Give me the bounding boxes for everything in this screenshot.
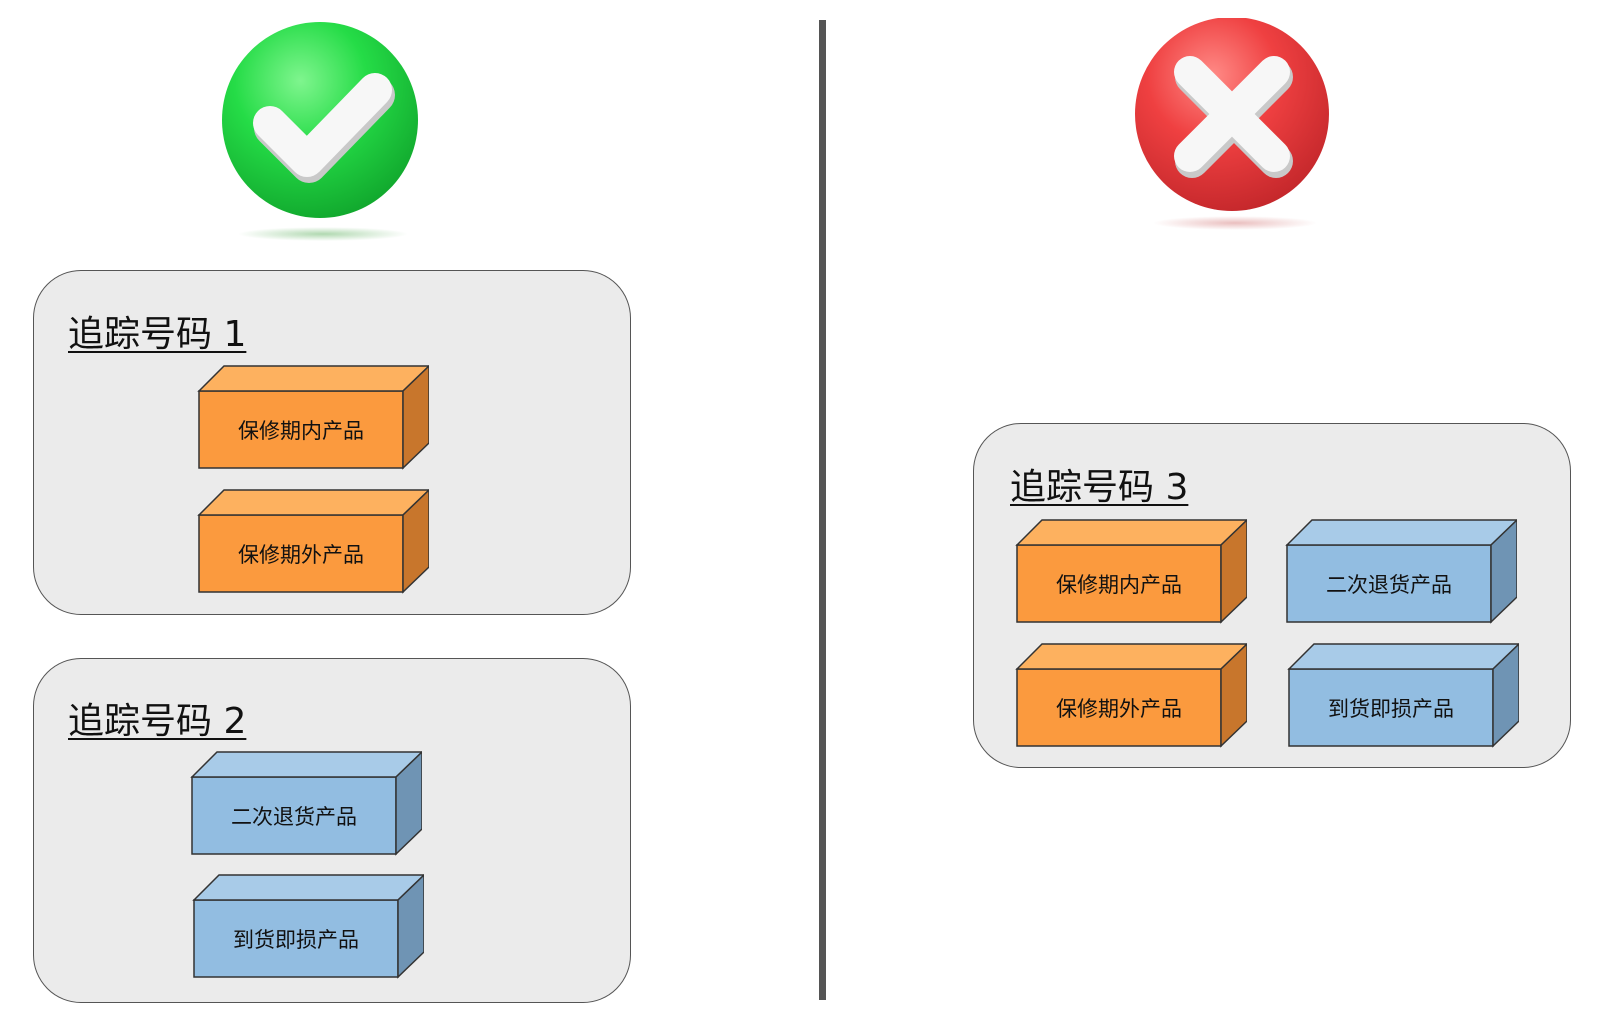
product-label: 二次退货产品	[1326, 572, 1452, 597]
product-label: 保修期内产品	[238, 418, 364, 443]
product-box: 到货即损产品	[192, 873, 424, 979]
product-box: 保修期内产品	[1015, 518, 1247, 624]
product-box: 保修期外产品	[197, 488, 429, 594]
product-box: 二次退货产品	[1285, 518, 1517, 624]
product-box: 到货即损产品	[1287, 642, 1519, 748]
tracking-group-title: 追踪号码 2	[68, 701, 247, 742]
product-label: 二次退货产品	[231, 804, 357, 829]
product-box: 二次退货产品	[190, 750, 422, 856]
check-icon	[215, 20, 425, 245]
tracking-group-title: 追踪号码 1	[68, 314, 247, 355]
tracking-group-title: 追踪号码 3	[1010, 467, 1189, 508]
divider-line	[819, 20, 826, 1000]
product-box: 保修期内产品	[197, 364, 429, 470]
product-box: 保修期外产品	[1015, 642, 1247, 748]
product-label: 保修期外产品	[238, 542, 364, 567]
product-label: 保修期内产品	[1056, 572, 1182, 597]
product-label: 到货即损产品	[1328, 696, 1454, 721]
product-label: 保修期外产品	[1056, 696, 1182, 721]
cross-icon	[1130, 17, 1340, 233]
product-label: 到货即损产品	[233, 927, 359, 952]
